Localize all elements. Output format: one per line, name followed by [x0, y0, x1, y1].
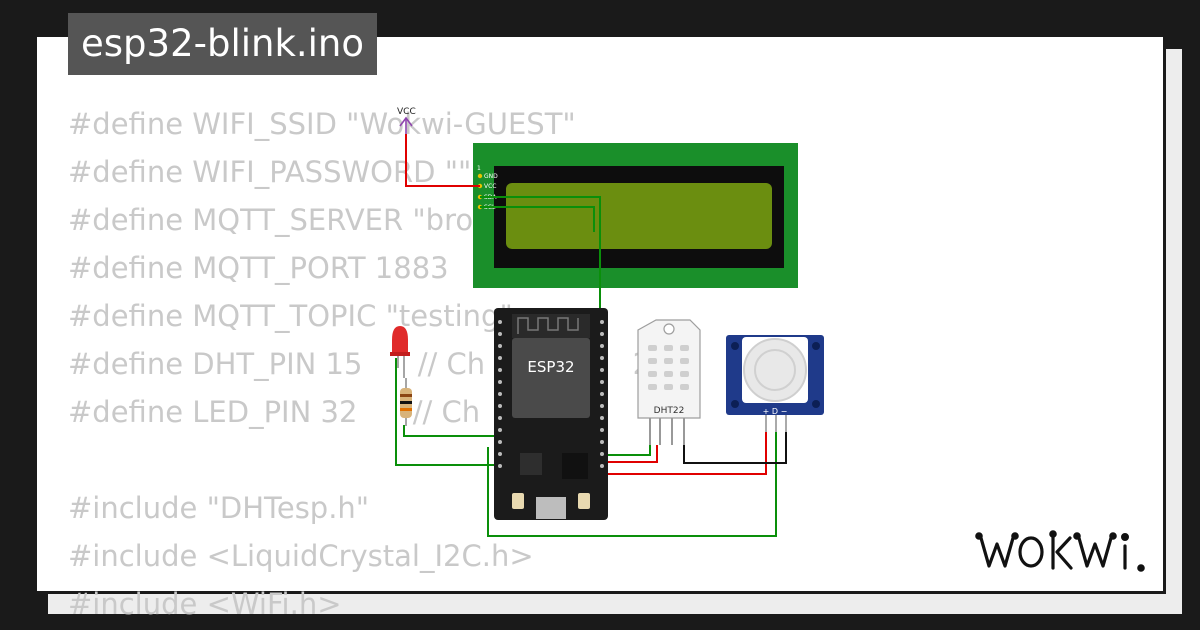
- resistor[interactable]: [400, 378, 412, 426]
- code-line: #include <LiquidCrystal_I2C.h>: [68, 539, 534, 573]
- pir-pin-labels: + D −: [763, 407, 788, 416]
- code-line: #define WIFI_PASSWORD "": [68, 155, 472, 189]
- lcd-display[interactable]: 1 GND VCC SDA SCL: [473, 143, 798, 288]
- esp32-label: ESP32: [527, 358, 574, 376]
- wires: [395, 134, 787, 537]
- red-led[interactable]: [390, 326, 410, 378]
- code-line: #define LED_PIN 32 // Ch: [68, 395, 481, 429]
- code-line: #define WIFI_SSID "Wokwi-GUEST": [68, 107, 576, 141]
- vcc-label: VCC: [397, 107, 416, 117]
- dht22-label: DHT22: [654, 406, 685, 416]
- lcd-pin-label: 1: [477, 165, 481, 172]
- dht22-sensor[interactable]: DHT22: [637, 319, 701, 445]
- code-line: #define MQTT_SERVER "bro: [68, 203, 474, 237]
- code-line: #include <WiFi.h>: [68, 587, 342, 621]
- sketch-title: esp32-blink.ino: [68, 13, 378, 75]
- code-line: #define MQTT_PORT 1883: [68, 251, 449, 285]
- esp32-board[interactable]: ESP32: [494, 308, 608, 520]
- code-line: #define MQTT_TOPIC "testing": [68, 299, 513, 333]
- wokwi-logo: [975, 530, 1145, 572]
- lcd-pin-label: VCC: [484, 183, 496, 190]
- pir-motion-sensor[interactable]: + D −: [726, 335, 824, 432]
- lcd-pin-label: GND: [484, 173, 498, 180]
- vcc-symbol: VCC: [397, 107, 416, 134]
- code-line: #include "DHTesp.h": [68, 491, 370, 525]
